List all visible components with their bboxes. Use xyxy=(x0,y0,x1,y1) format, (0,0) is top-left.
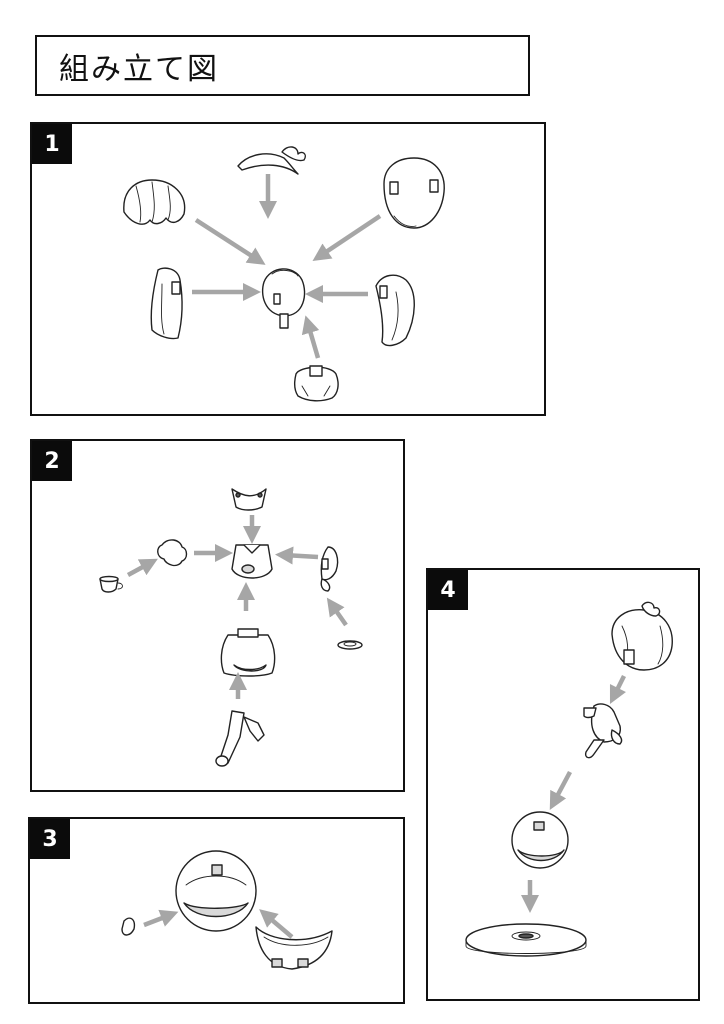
legs-part xyxy=(215,710,265,767)
step-1-badge: 1 xyxy=(32,124,72,164)
teacup-part xyxy=(99,575,123,593)
bangs-part xyxy=(123,179,186,225)
tray-part xyxy=(255,926,333,970)
assembled-head-part xyxy=(611,601,673,671)
step-1-diagram xyxy=(123,146,445,402)
page-title: 組み立て図 xyxy=(35,35,530,96)
step-3-badge: 3 xyxy=(30,819,70,859)
ball-part xyxy=(175,850,257,932)
back-hair-part xyxy=(383,157,445,229)
hair-ornament-part xyxy=(237,146,307,175)
right-side-hair-part xyxy=(375,274,415,347)
torso-part xyxy=(231,544,273,579)
assembly-arrows-4 xyxy=(521,674,627,913)
assembly-arrows-3 xyxy=(143,909,294,939)
step-3-panel: 3 xyxy=(28,817,405,1004)
left-side-hair-part xyxy=(150,267,183,340)
step-4-diagram xyxy=(465,601,673,957)
collar-part xyxy=(231,488,267,511)
step-4-panel: 4 xyxy=(426,568,700,1001)
step-1-panel: 1 xyxy=(30,122,546,416)
step-2-badge: 2 xyxy=(32,441,72,481)
step-2-diagram xyxy=(99,488,363,767)
neck-part xyxy=(293,365,339,402)
display-base-part xyxy=(465,923,587,957)
step-3-diagram xyxy=(121,850,333,970)
skirt-part xyxy=(220,628,276,677)
assembled-body-part xyxy=(583,703,623,759)
left-arm-part xyxy=(157,539,188,567)
step-4-badge: 4 xyxy=(428,570,468,610)
assembly-arrows-2 xyxy=(126,515,348,699)
assembly-arrows xyxy=(192,174,382,359)
assembled-ball-part xyxy=(511,811,569,869)
small-piece-part xyxy=(121,917,136,936)
saucer-part xyxy=(337,640,363,650)
step-2-panel: 2 xyxy=(30,439,405,792)
right-arm-part xyxy=(320,546,339,592)
head-part xyxy=(261,268,306,329)
